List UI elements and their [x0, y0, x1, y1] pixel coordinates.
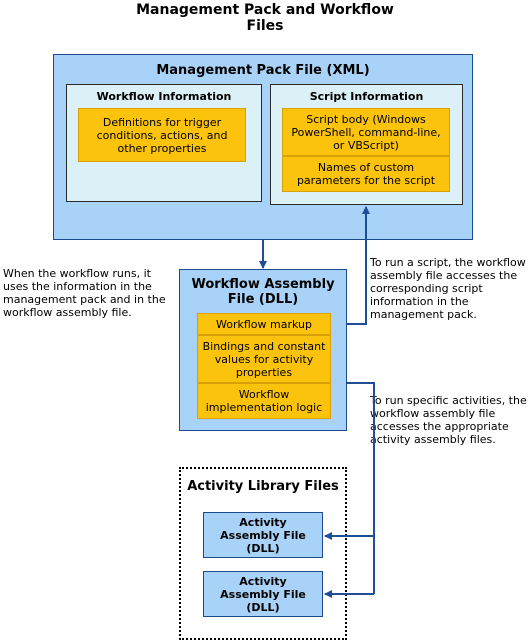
activity-assembly-file-1: Activity Assembly File (DLL) — [203, 512, 323, 558]
note-workflow-runs: When the workflow runs, it uses the info… — [3, 267, 166, 319]
bindings-text: Bindings and constant values for activit… — [202, 339, 326, 379]
workflow-information-title: Workflow Information — [96, 90, 232, 103]
activity-assembly-file-2-label: Activity Assembly File (DLL) — [220, 574, 306, 614]
diagram-title: Management Pack and Workflow Files — [136, 2, 394, 34]
implementation-logic-item: Workflow implementation logic — [197, 383, 331, 419]
custom-parameters-item: Names of custom parameters for the scrip… — [282, 156, 450, 192]
workflow-markup-item: Workflow markup — [197, 313, 331, 335]
script-body-text: Script body (Windows PowerShell, command… — [291, 112, 441, 152]
script-body-item: Script body (Windows PowerShell, command… — [282, 108, 450, 156]
bindings-item: Bindings and constant values for activit… — [197, 335, 331, 383]
workflow-markup-text: Workflow markup — [216, 317, 312, 331]
workflow-assembly-title: Workflow Assembly File (DLL) — [191, 277, 335, 307]
workflow-information-item: Definitions for trigger conditions, acti… — [78, 108, 246, 162]
activity-library-title: Activity Library Files — [187, 479, 339, 494]
workflow-information-item-text: Definitions for trigger conditions, acti… — [96, 115, 228, 155]
management-pack-title: Management Pack File (XML) — [156, 63, 370, 78]
activity-assembly-file-2: Activity Assembly File (DLL) — [203, 571, 323, 617]
implementation-logic-text: Workflow implementation logic — [205, 388, 323, 414]
activity-assembly-file-1-label: Activity Assembly File (DLL) — [220, 515, 306, 555]
note-run-script: To run a script, the workflow assembly f… — [370, 256, 526, 321]
note-run-activities: To run specific activities, the workflow… — [370, 394, 527, 446]
custom-parameters-text: Names of custom parameters for the scrip… — [296, 161, 436, 187]
script-information-title: Script Information — [309, 90, 424, 103]
